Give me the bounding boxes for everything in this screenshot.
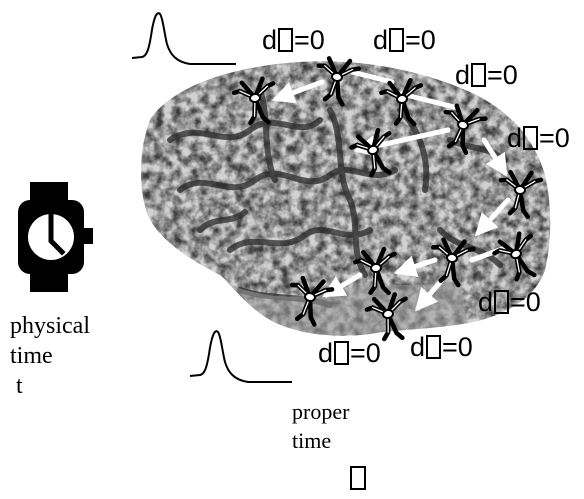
physical-time-label: physical: [10, 313, 90, 339]
physical-time-label: time: [10, 343, 53, 369]
equation-label: d=0: [507, 123, 570, 153]
equation-label: d=0: [373, 25, 436, 55]
tau-symbol: [426, 335, 442, 359]
equation-label: d=0: [478, 287, 541, 317]
tau-symbol: [278, 28, 294, 52]
tau-symbol: [471, 63, 487, 87]
tau-symbol: [494, 290, 510, 314]
equation-label: d=0: [262, 25, 325, 55]
pulse-waveform-icon: [189, 330, 292, 383]
equation-label: d=0: [455, 60, 518, 90]
tau-symbol: [389, 28, 405, 52]
proper-time-label: time: [292, 428, 332, 453]
physical-time-symbol: t: [16, 373, 23, 399]
equation-label: d=0: [318, 338, 381, 368]
proper-time-label: proper: [292, 399, 350, 424]
proper-time-symbol: [350, 466, 366, 490]
tau-symbol: [334, 341, 350, 365]
tau-symbol: [523, 126, 539, 150]
watch-icon: [18, 182, 93, 292]
equation-label: d=0: [410, 332, 473, 362]
pulse-waveform-icon: [131, 12, 236, 65]
